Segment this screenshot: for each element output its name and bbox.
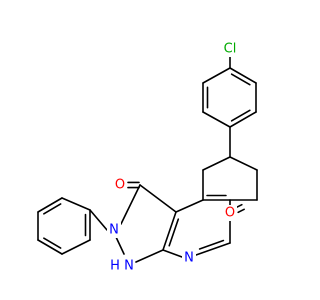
bond-n3-c3a: [135, 249, 164, 263]
pyrazole-nh-atom: N H: [110, 258, 134, 274]
carbonyl-oxygen-top-label: O: [115, 178, 125, 193]
bond-n2-phenyl: [89, 209, 108, 231]
bond-aryl-3: [229, 111, 257, 128]
bond-aryl-4: [202, 111, 231, 128]
bond-n2-n3: [115, 236, 125, 255]
pyrazole-nitrogen-atom: N: [107, 222, 121, 238]
bond-aryl-3-inner: [230, 109, 251, 122]
bond-c5-n4: [195, 242, 231, 256]
bond-c8-c9: [202, 156, 231, 171]
bond-ph-4: [37, 239, 63, 255]
bond-c9b-c1: [139, 184, 177, 213]
bond-c3a-c9b: [162, 211, 177, 251]
carbonyl-oxygen-right-label: O: [225, 206, 235, 221]
carbonyl-oxygen-right-atom: O: [223, 205, 237, 221]
bond-c6-o6-b: [237, 208, 245, 214]
bond-aryl-1: [229, 67, 257, 84]
chlorine-label: Cl: [224, 42, 237, 57]
pyrazole-nh-nitrogen-label: N: [124, 259, 134, 274]
atom-label-layer: Cl O O N N H N: [107, 41, 239, 274]
bond-ph-2: [37, 197, 63, 213]
bond-n4-c3a: [162, 249, 183, 258]
bond-c5-n4-inner: [198, 239, 225, 250]
pyridine-nitrogen-label: N: [184, 251, 194, 266]
pyridine-nitrogen-atom: N: [182, 250, 196, 266]
pyrazole-nitrogen-label: N: [109, 223, 119, 238]
bond-c3a-c9b-inner: [168, 218, 180, 247]
bond-c8-c7: [229, 156, 258, 171]
bond-aryl-1-inner: [230, 73, 251, 86]
bond-layer: [37, 56, 258, 263]
bond-c1-n2: [120, 184, 141, 225]
molecule-structure-diagram: Cl O O N N H N: [37, 41, 258, 274]
bond-ph-5: [61, 239, 91, 255]
bond-ph-4-inner: [43, 237, 62, 249]
carbonyl-oxygen-top-atom: O: [113, 177, 127, 193]
pyrazole-nh-hydrogen-label: H: [110, 259, 120, 274]
bond-ph-1: [61, 197, 91, 211]
chlorine-atom: Cl: [221, 41, 239, 57]
bond-aryl-6: [202, 67, 231, 84]
bond-c9b-c9a: [175, 199, 204, 213]
bond-ph-2-inner: [43, 203, 62, 215]
